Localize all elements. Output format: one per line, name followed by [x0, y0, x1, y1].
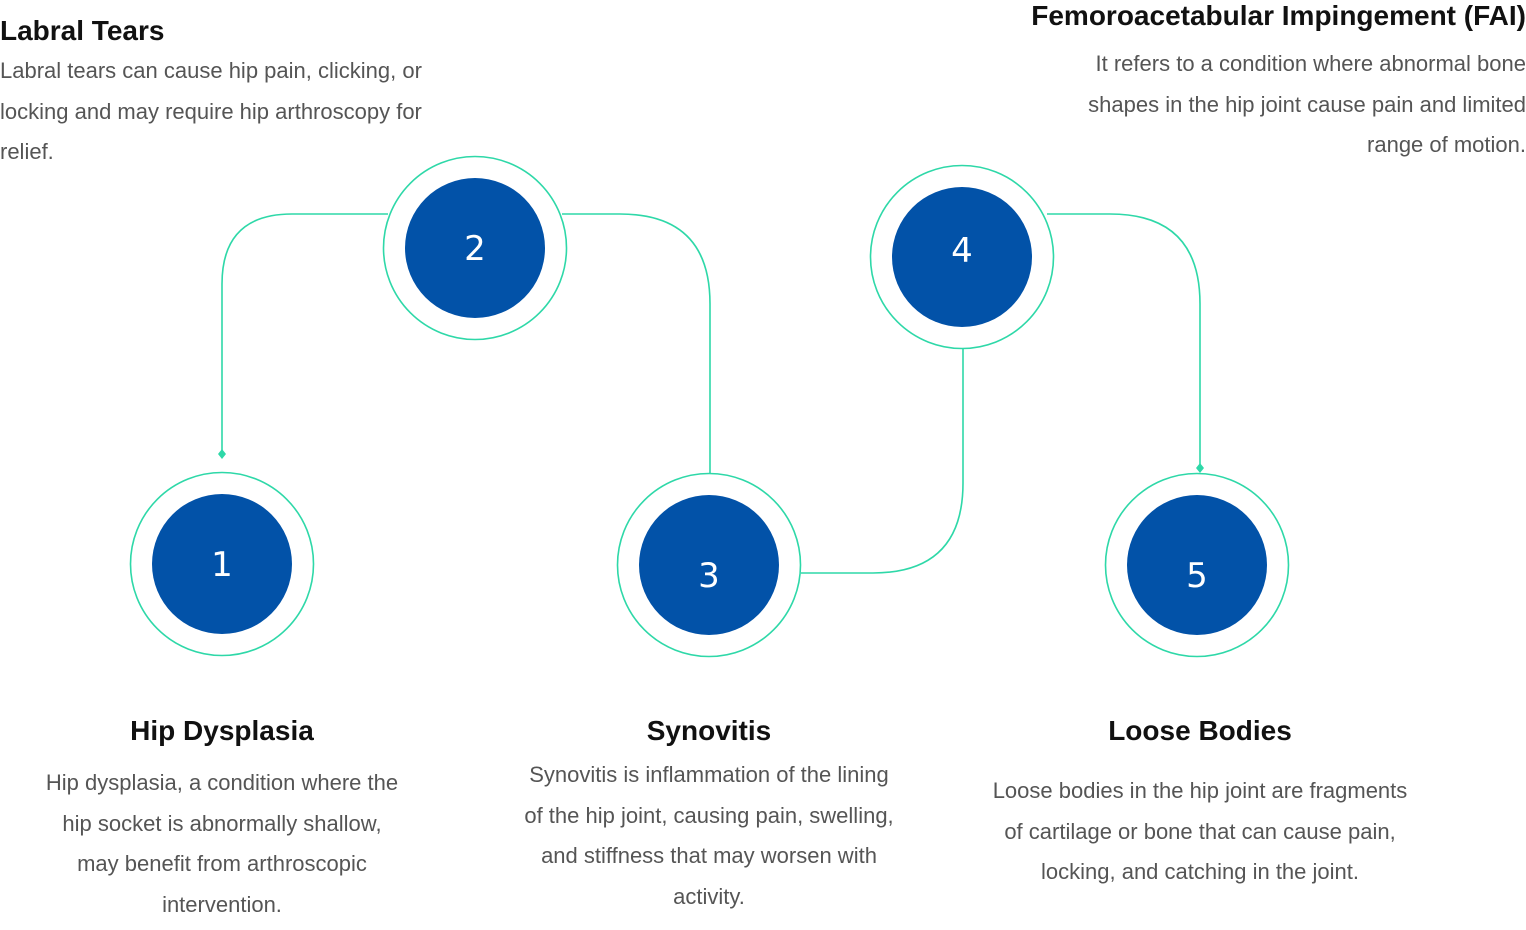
step-block-1: Hip Dysplasia Hip dysplasia, a condition… — [42, 715, 402, 925]
step-node-4: 4 — [869, 164, 1055, 350]
connector-2-to-1 — [221, 213, 388, 452]
step-description-3: Synovitis is inflammation of the lining … — [524, 762, 894, 909]
arrowhead-5 — [1196, 463, 1204, 473]
connector-4-to-5 — [1047, 213, 1201, 466]
step-block-3: Synovitis Synovitis is inflammation of t… — [518, 715, 900, 917]
step-title-5: Loose Bodies — [1108, 715, 1292, 746]
step-number-5: 5 — [1186, 556, 1208, 596]
step-circle-2 — [405, 178, 545, 318]
step-block-5: Loose Bodies Loose bodies in the hip joi… — [990, 715, 1410, 893]
step-title-1: Hip Dysplasia — [130, 715, 314, 746]
step-number-4: 4 — [951, 231, 973, 271]
step-title-3: Synovitis — [646, 715, 772, 746]
step-number-3: 3 — [698, 556, 720, 596]
step-block-2: Labral Tears Labral tears can cause hip … — [0, 15, 430, 173]
connector-3-to-4 — [801, 345, 964, 574]
step-circle-1 — [152, 494, 292, 634]
connector-2-to-3 — [562, 213, 711, 474]
step-node-2: 2 — [382, 155, 568, 341]
step-title-2: Labral Tears — [0, 15, 165, 46]
step-description-4: It refers to a condition where abnormal … — [1088, 51, 1526, 157]
step-title-4: Femoroacetabular Impingement (FAI) — [1031, 0, 1526, 31]
arrowhead-1 — [218, 449, 226, 459]
step-block-4: Femoroacetabular Impingement (FAI) It re… — [1010, 0, 1526, 166]
step-node-1: 1 — [129, 471, 315, 657]
step-node-5: 5 — [1104, 472, 1290, 658]
step-circle-4 — [892, 187, 1032, 327]
step-number-2: 2 — [464, 229, 486, 269]
step-description-2: Labral tears can cause hip pain, clickin… — [0, 58, 422, 164]
step-description-1: Hip dysplasia, a condition where the hip… — [45, 770, 399, 917]
step-description-5: Loose bodies in the hip joint are fragme… — [992, 778, 1408, 884]
step-node-3: 3 — [616, 472, 802, 658]
step-circle-3 — [639, 495, 779, 635]
step-number-1: 1 — [211, 545, 233, 585]
step-circle-5 — [1127, 495, 1267, 635]
